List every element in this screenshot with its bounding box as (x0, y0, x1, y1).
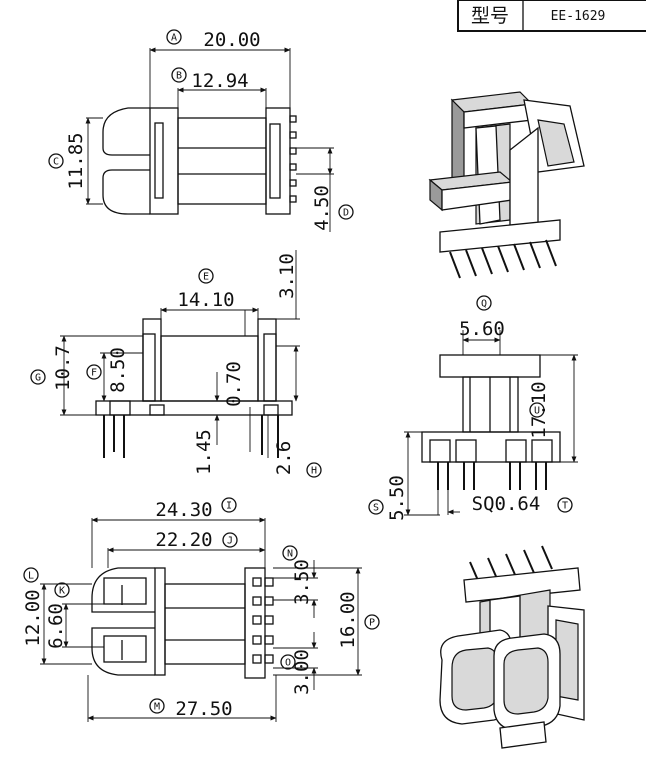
isometric-view-top (428, 91, 585, 279)
dim-value-f2: 0.70 (223, 361, 245, 407)
marker-s: S (373, 503, 379, 514)
dim-value-h: 2.6 (273, 441, 295, 475)
marker-e: E (203, 272, 209, 283)
isometric-view-bottom (439, 545, 585, 749)
marker-k: K (59, 586, 65, 597)
letter-markers: A B C D E F G H I J K L M N O P Q S T U (23, 29, 573, 714)
dim-value-f3: 1.45 (193, 429, 215, 475)
marker-q: Q (481, 299, 487, 310)
dim-value-k: 6.60 (45, 603, 67, 649)
dim-value-e2: 3.10 (276, 253, 298, 299)
marker-h: H (311, 466, 317, 477)
bottom-view (40, 517, 362, 722)
dim-value-p: 16.00 (337, 591, 359, 648)
top-view (85, 47, 334, 232)
marker-b: B (176, 71, 182, 82)
dim-value-a: 20.00 (203, 29, 260, 51)
marker-m: M (154, 702, 160, 713)
dim-value-n: 3.50 (291, 559, 313, 605)
side-view (60, 250, 300, 458)
marker-p: P (369, 618, 375, 629)
dim-value-b: 12.94 (191, 70, 248, 92)
marker-a: A (171, 33, 177, 44)
dimension-values: 20.00 12.94 11.85 4.50 14.10 3.10 10.7 8… (22, 29, 550, 720)
dim-value-m: 27.50 (175, 698, 232, 720)
title-label: 型号 (471, 5, 509, 27)
dim-value-s: 5.50 (386, 475, 408, 521)
dim-value-d: 4.50 (311, 185, 333, 231)
title-block: 型号 EE-1629 (457, 0, 646, 32)
dim-value-f: 8.50 (107, 347, 129, 393)
dim-value-o: 3.00 (291, 649, 313, 695)
dim-value-t: SQ0.64 (472, 493, 541, 515)
dim-value-i: 24.30 (155, 499, 212, 521)
end-view (404, 330, 578, 516)
dim-value-q: 5.60 (459, 318, 505, 340)
marker-n: N (287, 549, 293, 560)
dim-value-c: 11.85 (65, 132, 87, 189)
marker-o: O (285, 658, 291, 669)
marker-d: D (343, 208, 349, 219)
marker-g: G (35, 373, 41, 384)
marker-f: F (91, 368, 97, 379)
marker-c: C (53, 157, 59, 168)
dim-value-g: 10.7 (52, 345, 74, 391)
marker-t: T (562, 501, 568, 512)
dim-value-e: 14.10 (177, 289, 234, 311)
dim-value-j: 22.20 (155, 529, 212, 551)
dim-value-u: 17.10 (528, 381, 550, 438)
marker-u: U (534, 406, 540, 417)
dim-value-l: 12.00 (22, 589, 44, 646)
marker-j: J (227, 536, 233, 547)
marker-l: L (28, 571, 34, 582)
marker-i: I (226, 501, 232, 512)
model-number: EE-1629 (551, 9, 606, 24)
